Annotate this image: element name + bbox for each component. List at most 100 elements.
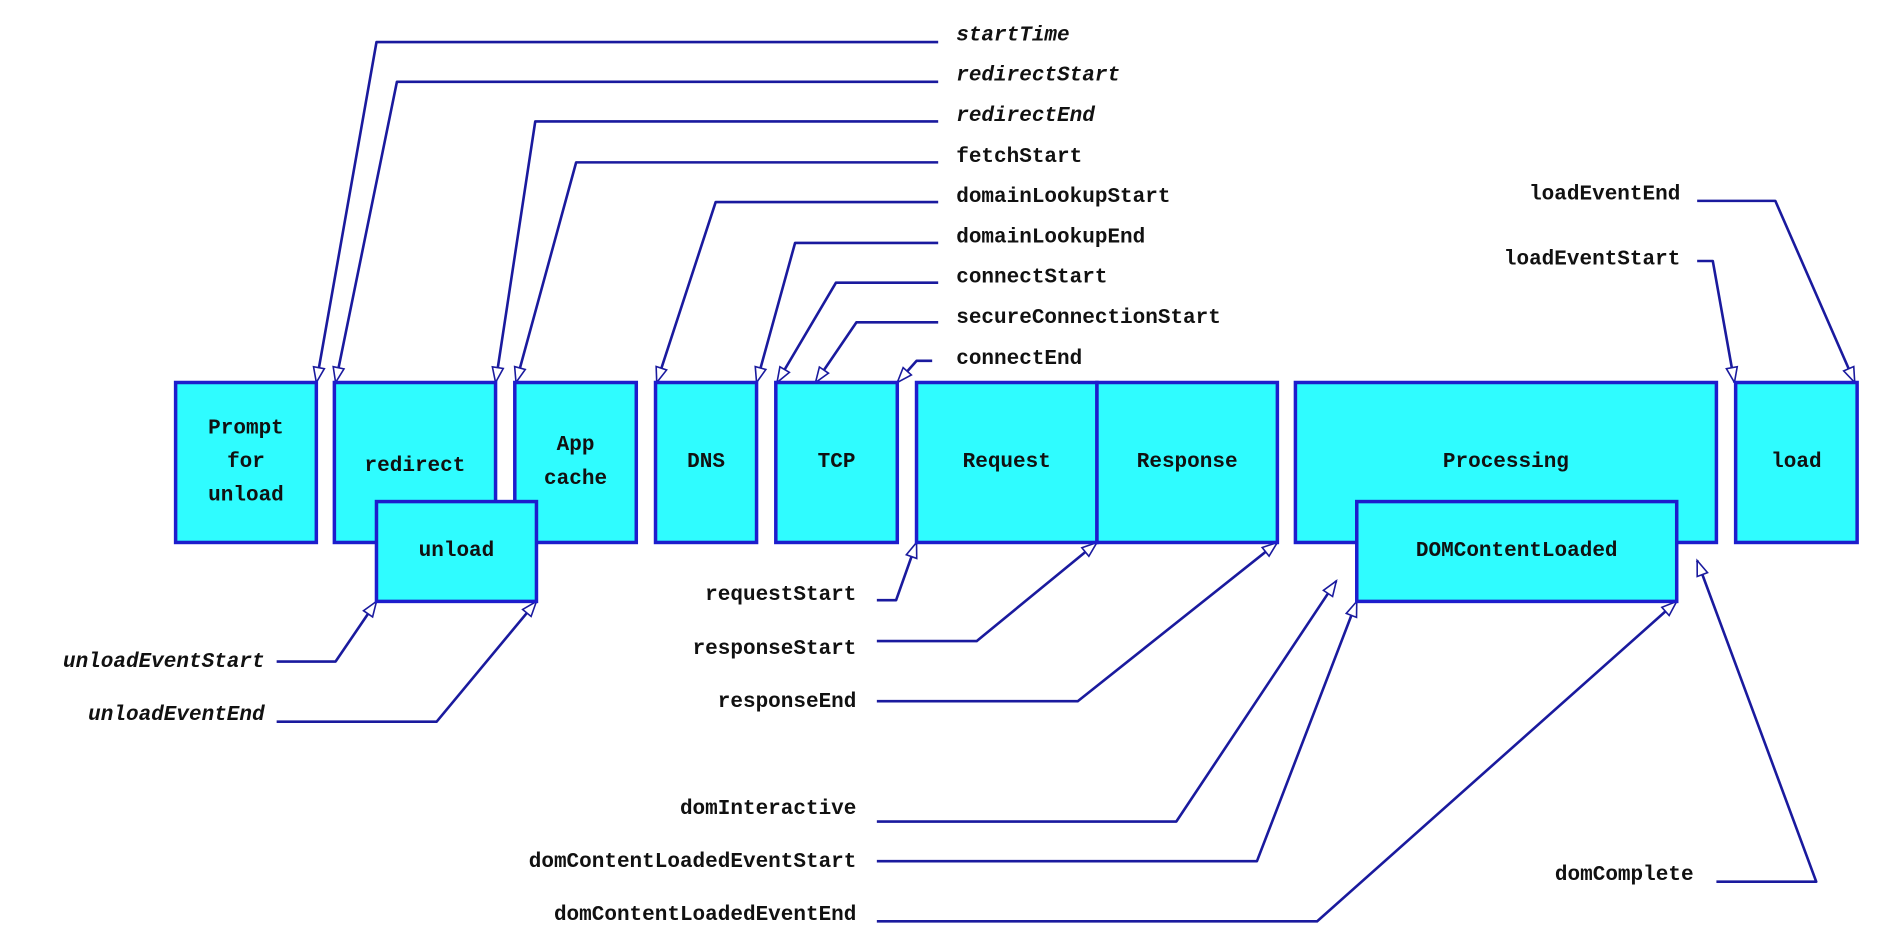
event-redirect-start bbox=[332, 80, 939, 385]
arrowhead bbox=[1322, 579, 1338, 598]
event-connect-start bbox=[775, 281, 939, 385]
event-unload-event-start bbox=[276, 599, 378, 663]
event-label-dom-interactive: domInteractive bbox=[680, 798, 856, 821]
event-label-domain-lookup-end: domainLookupEnd bbox=[956, 227, 1145, 250]
connector-secure-connection-start bbox=[814, 321, 939, 384]
phase-label-tcp: TCP bbox=[818, 451, 856, 474]
phase-unload: unload bbox=[374, 499, 539, 604]
event-label-request-start: requestStart bbox=[705, 584, 856, 607]
arrowhead bbox=[521, 599, 538, 618]
event-label-connect-start: connectStart bbox=[956, 266, 1107, 289]
connector-load-event-start bbox=[1697, 259, 1736, 383]
connector-response-start bbox=[876, 541, 1098, 643]
connector-request-start bbox=[876, 542, 918, 602]
event-dom-complete bbox=[1695, 558, 1818, 883]
event-label-dom-complete: domComplete bbox=[1555, 864, 1694, 887]
arrowhead bbox=[312, 365, 326, 385]
event-label-unload-event-start: unloadEventStart bbox=[63, 651, 265, 674]
phase-box-prompt-for-unload bbox=[173, 380, 319, 545]
event-dom-content-loaded-event-start bbox=[876, 599, 1358, 863]
arrowhead bbox=[655, 365, 668, 385]
phase-label-prompt-for-unload: Prompt bbox=[208, 417, 284, 440]
event-start-time bbox=[312, 40, 939, 385]
arrowhead bbox=[1725, 365, 1739, 385]
arrowhead bbox=[1660, 599, 1679, 617]
event-label-redirect-end: redirectEnd bbox=[956, 105, 1095, 128]
connector-redirect-start bbox=[334, 80, 939, 383]
connector-load-event-end bbox=[1697, 199, 1856, 384]
event-redirect-end bbox=[491, 120, 939, 385]
phase-label-response: Response bbox=[1137, 451, 1238, 474]
connector-connect-start bbox=[775, 281, 939, 384]
arrowhead bbox=[754, 365, 768, 385]
arrowhead bbox=[491, 365, 505, 385]
phase-box-request bbox=[914, 380, 1099, 545]
arrowhead bbox=[1696, 558, 1709, 578]
event-label-secure-connection-start: secureConnectionStart bbox=[956, 307, 1221, 330]
event-label-connect-end: connectEnd bbox=[956, 348, 1082, 371]
phase-label-prompt-for-unload: unload bbox=[208, 485, 284, 508]
phase-label-dns: DNS bbox=[687, 451, 725, 474]
arrowhead bbox=[904, 540, 918, 560]
phase-box-response bbox=[1095, 380, 1280, 545]
event-label-domain-lookup-start: domainLookupStart bbox=[956, 186, 1170, 209]
event-response-start bbox=[876, 540, 1099, 643]
phase-label-load: load bbox=[1771, 451, 1821, 474]
event-label-load-event-start: loadEventStart bbox=[1504, 248, 1680, 271]
phase-label-app-cache: App bbox=[557, 434, 595, 457]
connector-dom-content-loaded-event-end bbox=[876, 600, 1678, 923]
event-secure-connection-start bbox=[814, 321, 939, 385]
event-unload-event-end bbox=[276, 599, 538, 723]
event-domain-lookup-start bbox=[655, 200, 939, 385]
connector-fetch-start bbox=[514, 161, 939, 383]
arrowhead bbox=[1344, 599, 1358, 619]
phase-box-unload bbox=[374, 499, 539, 604]
connector-lines bbox=[276, 40, 1856, 923]
event-connect-end bbox=[895, 359, 933, 385]
arrowhead bbox=[362, 599, 378, 619]
event-label-redirect-start: redirectStart bbox=[956, 64, 1120, 87]
phase-box-load bbox=[1733, 380, 1859, 545]
phase-request: Request bbox=[914, 380, 1099, 545]
phase-tcp: TCP bbox=[774, 380, 900, 545]
event-label-response-start: responseStart bbox=[693, 638, 857, 661]
connector-domain-lookup-end bbox=[755, 241, 939, 383]
phase-box-dom-content-loaded bbox=[1355, 499, 1679, 604]
event-response-end bbox=[876, 541, 1280, 703]
event-label-fetch-start: fetchStart bbox=[956, 146, 1082, 169]
phase-label-dom-content-loaded: DOMContentLoaded bbox=[1416, 540, 1618, 563]
arrowhead bbox=[1842, 365, 1856, 385]
event-label-load-event-end: loadEventEnd bbox=[1529, 183, 1680, 206]
event-label-unload-event-end: unloadEventEnd bbox=[88, 704, 265, 727]
connector-dom-complete bbox=[1695, 560, 1818, 883]
phase-response: Response bbox=[1095, 380, 1280, 545]
phase-label-app-cache: cache bbox=[544, 468, 607, 491]
event-dom-content-loaded-event-end bbox=[876, 599, 1679, 923]
phase-label-prompt-for-unload: for bbox=[227, 451, 265, 474]
phase-prompt-for-unload: Prompt for unload bbox=[173, 380, 319, 545]
arrowhead bbox=[332, 365, 346, 385]
event-load-event-end bbox=[1697, 199, 1856, 385]
phase-box-tcp bbox=[774, 380, 900, 545]
event-domain-lookup-end bbox=[754, 241, 939, 385]
connector-dom-content-loaded-event-start bbox=[876, 600, 1358, 863]
event-labels: startTimeredirectStartredirectEndfetchSt… bbox=[63, 25, 1694, 927]
event-dom-interactive bbox=[876, 579, 1338, 823]
connector-response-end bbox=[876, 541, 1279, 703]
phase-label-processing: Processing bbox=[1443, 451, 1569, 474]
arrowhead bbox=[1080, 540, 1099, 558]
phase-label-unload: unload bbox=[419, 540, 495, 563]
arrowhead bbox=[1260, 541, 1280, 558]
event-label-dom-content-loaded-event-start: domContentLoadedEventStart bbox=[529, 851, 857, 874]
connector-unload-event-end bbox=[276, 600, 538, 723]
phase-dom-content-loaded: DOMContentLoaded bbox=[1355, 499, 1679, 604]
connector-redirect-end bbox=[494, 120, 939, 383]
connector-dom-interactive bbox=[876, 580, 1338, 823]
connector-domain-lookup-start bbox=[655, 200, 939, 383]
arrowhead bbox=[895, 366, 913, 385]
event-request-start bbox=[876, 540, 918, 602]
connector-unload-event-start bbox=[276, 600, 378, 663]
connector-start-time bbox=[315, 40, 939, 383]
event-label-response-end: responseEnd bbox=[718, 691, 857, 714]
